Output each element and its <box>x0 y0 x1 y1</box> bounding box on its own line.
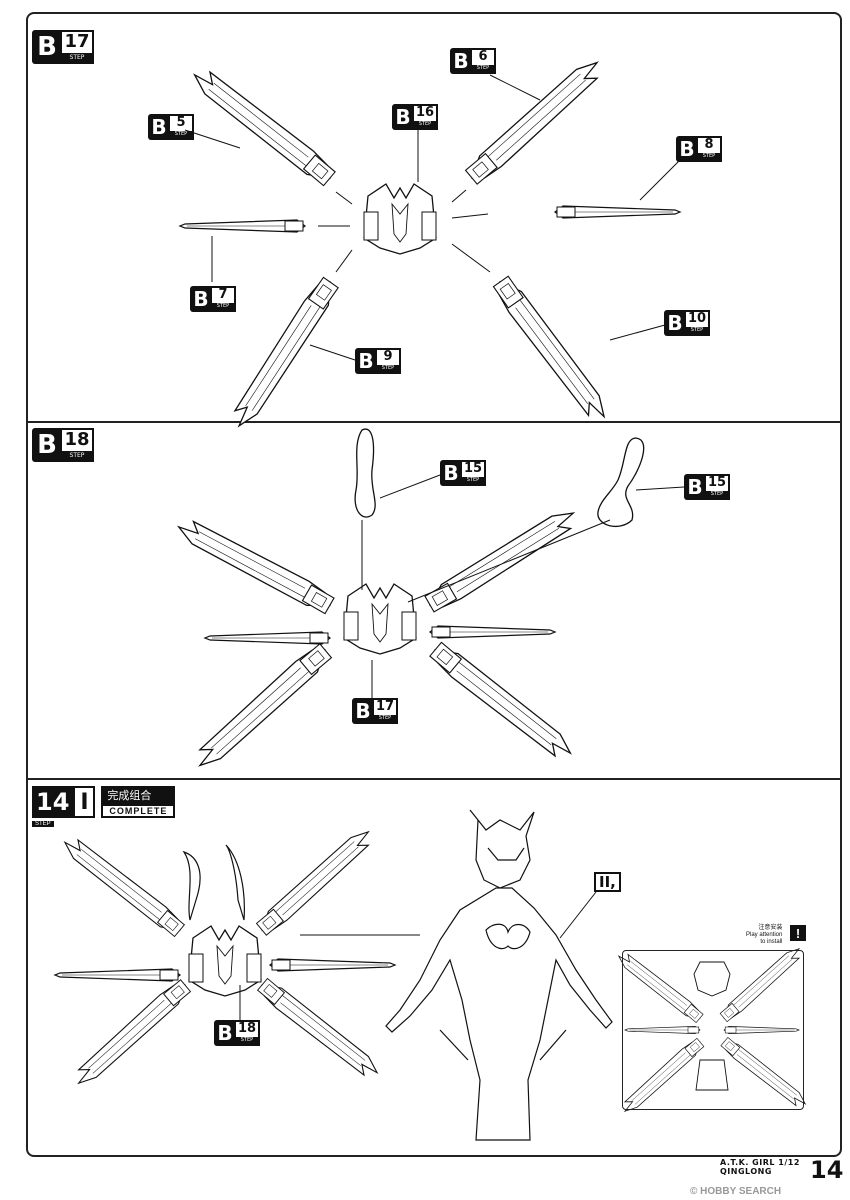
step-14-badge: 14 I 完成组合 COMPLETE STEP <box>32 786 176 827</box>
attention-note: 注意安装 Play attention to install ! <box>746 925 806 946</box>
callout-part-ii: II, <box>594 872 621 892</box>
page-frame <box>26 12 842 1157</box>
page-number: 14 <box>810 1156 844 1184</box>
watermark: © HOBBY SEARCH <box>690 1186 782 1197</box>
page-footer: A.T.K. GIRL 1/12 QINGLONG 14 <box>720 1156 843 1184</box>
complete-title-en: COMPLETE <box>101 804 176 818</box>
installed-inset-frame <box>622 950 804 1110</box>
section-divider <box>26 778 842 780</box>
model-subtitle: QINGLONG <box>720 1167 772 1176</box>
exclamation-icon: ! <box>790 925 806 941</box>
section-divider <box>26 421 842 423</box>
complete-title-cn: 完成组合 <box>101 786 176 804</box>
model-name: A.T.K. GIRL 1/12 <box>720 1158 800 1167</box>
